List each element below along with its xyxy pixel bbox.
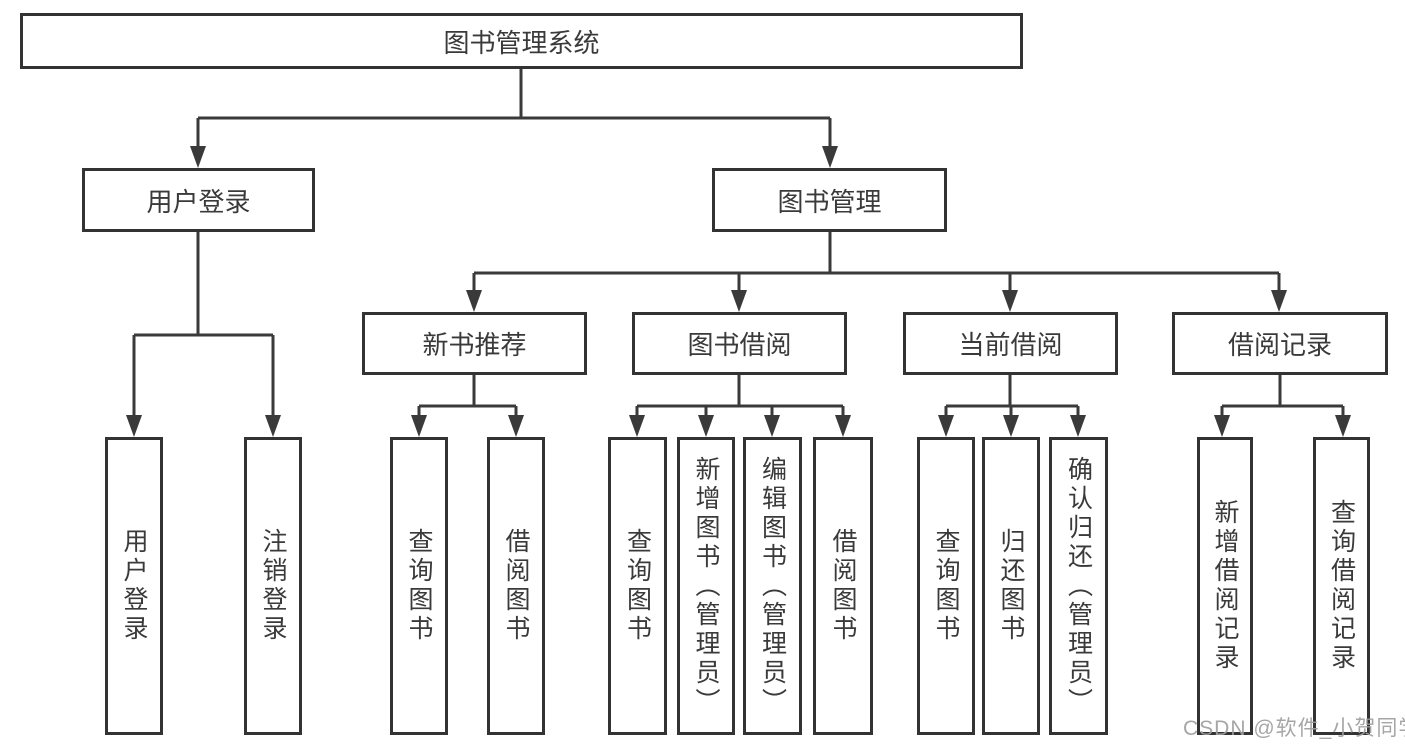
node-root-label: 图书管理系统 [443,27,600,58]
csdn-watermark: CSDN @软件_小贺同学 [1183,717,1405,740]
node-current-borrowing-label: 当前借阅 [958,330,1063,360]
node-root: 图书管理系统 [20,13,1023,69]
leaf-rec-borrow-books: 借阅图书 [487,437,545,735]
leaf-rec-query-books: 查询图书 [390,437,448,735]
leaf-bb-add-books-admin: 新增图书（管理员） [677,437,735,735]
leaf-rec-query-books-label: 查询图书 [405,528,433,644]
leaf-br-add-record-label: 新增借阅记录 [1211,499,1239,673]
node-book-management-label: 图书管理 [777,186,882,217]
node-new-book-recommend: 新书推荐 [362,312,587,375]
leaf-user-login-label: 用户登录 [120,528,148,644]
leaf-cb-query-books: 查询图书 [917,437,975,735]
node-current-borrowing: 当前借阅 [903,312,1118,375]
leaf-br-query-record: 查询借阅记录 [1313,437,1370,735]
leaf-bb-query-books-label: 查询图书 [623,528,652,644]
leaf-rec-borrow-books-label: 借阅图书 [502,528,530,644]
leaf-cb-return-books-label: 归还图书 [997,528,1025,644]
arrowhead-icons [126,146,1351,437]
node-book-management: 图书管理 [712,168,947,232]
node-user-login-label: 用户登录 [146,186,251,217]
leaf-bb-borrow-books: 借阅图书 [813,437,873,735]
node-borrowing-records: 借阅记录 [1172,312,1388,375]
leaf-bb-edit-books-admin: 编辑图书（管理员） [743,437,802,735]
leaf-cb-confirm-return-admin-label: 确认归还（管理员） [1064,455,1093,717]
node-user-login: 用户登录 [82,168,315,232]
leaf-logout: 注销登录 [244,437,302,735]
leaf-bb-query-books: 查询图书 [608,437,667,735]
leaf-br-add-record: 新增借阅记录 [1197,437,1253,735]
leaf-cb-confirm-return-admin: 确认归还（管理员） [1049,437,1108,735]
leaf-cb-query-books-label: 查询图书 [932,528,960,644]
node-borrowing-records-label: 借阅记录 [1227,330,1332,360]
leaf-bb-borrow-books-label: 借阅图书 [829,528,857,644]
leaf-cb-return-books: 归还图书 [982,437,1040,735]
node-book-borrowing-label: 图书借阅 [687,330,792,360]
leaf-br-query-record-label: 查询借阅记录 [1327,499,1356,673]
node-new-book-recommend-label: 新书推荐 [422,330,527,360]
node-book-borrowing: 图书借阅 [632,312,847,375]
leaf-user-login: 用户登录 [105,437,163,735]
leaf-logout-label: 注销登录 [259,528,287,644]
leaf-bb-edit-books-admin-label: 编辑图书（管理员） [758,455,787,717]
leaf-bb-add-books-admin-label: 新增图书（管理员） [692,455,720,717]
